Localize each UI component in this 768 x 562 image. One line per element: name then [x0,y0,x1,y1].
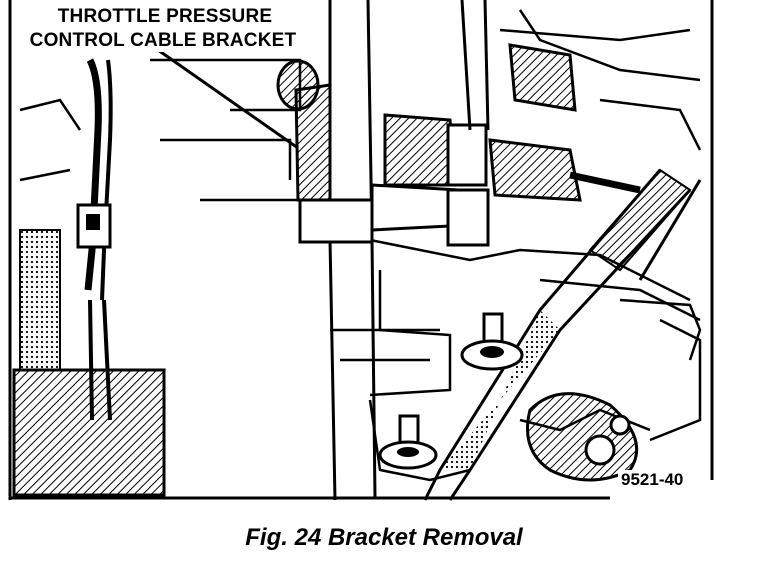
figure-code: 9521-40 [618,470,687,490]
mounting-studs [378,312,524,470]
bracket-label-line-1: THROTTLE PRESSURE [52,5,278,28]
diagonal-hose [423,168,702,501]
illustration-frame [8,0,714,500]
wiring-harness [12,58,166,497]
wire-cluster [526,392,639,482]
figure-caption: Fig. 24 Bracket Removal [245,524,523,551]
callout-leader [157,48,299,150]
bracket-label-line-2: CONTROL CABLE BRACKET [20,29,306,52]
control-cable-bracket [276,59,332,202]
throttle-rod [298,0,377,501]
cable-boots [370,0,641,247]
